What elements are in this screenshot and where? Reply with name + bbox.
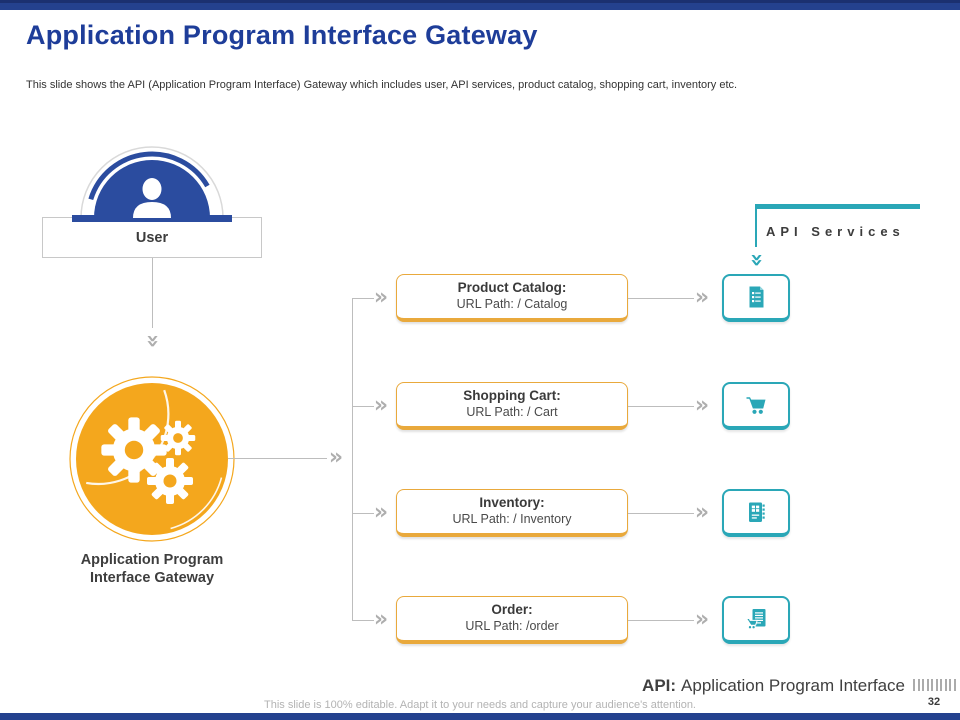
chevron-right-icon: » bbox=[694, 393, 710, 418]
branch-stub bbox=[352, 406, 374, 407]
person-icon bbox=[57, 146, 247, 222]
branch-stub bbox=[352, 513, 374, 514]
slide-subtitle: This slide shows the API (Application Pr… bbox=[26, 79, 738, 91]
chevron-right-icon: » bbox=[694, 285, 710, 310]
user-to-gateway-line bbox=[152, 258, 153, 328]
service-box-inventory: Inventory: URL Path: / Inventory bbox=[396, 489, 628, 537]
service-box-shopping-cart: Shopping Cart: URL Path: / Cart bbox=[396, 382, 628, 430]
chevron-down-icon: » bbox=[140, 333, 165, 349]
api-abbreviation-legend: API:Application Program Interface bbox=[642, 676, 905, 695]
page-number: 32 bbox=[927, 696, 941, 708]
service-box-order: Order: URL Path: /order bbox=[396, 596, 628, 644]
user-label: User bbox=[135, 229, 169, 246]
branch-stub bbox=[352, 298, 374, 299]
chevron-right-icon: » bbox=[694, 500, 710, 525]
gateway-label: Application Program Interface Gateway bbox=[80, 552, 224, 587]
service-url-path: URL Path: / Cart bbox=[466, 405, 558, 420]
service-url-path: URL Path: / Inventory bbox=[452, 512, 572, 527]
top-accent-bar bbox=[0, 0, 960, 10]
shopping-cart-icon bbox=[722, 382, 790, 430]
chevron-right-icon: » bbox=[328, 445, 344, 470]
bottom-accent-bar bbox=[0, 713, 960, 720]
service-title: Product Catalog: bbox=[457, 280, 567, 296]
service-box-product-catalog: Product Catalog: URL Path: / Catalog bbox=[396, 274, 628, 322]
inventory-ledger-icon bbox=[722, 489, 790, 537]
chevron-down-icon: » bbox=[744, 252, 769, 268]
user-label-box: User bbox=[42, 217, 262, 258]
branch-stub bbox=[352, 620, 374, 621]
editable-note: This slide is 100% editable. Adapt it to… bbox=[264, 699, 696, 711]
api-services-accent-bar bbox=[755, 204, 920, 209]
catalog-document-icon bbox=[722, 274, 790, 322]
page-title: Application Program Interface Gateway bbox=[26, 20, 538, 50]
service-out-line bbox=[628, 406, 694, 407]
service-url-path: URL Path: / Catalog bbox=[456, 297, 568, 312]
api-services-heading: API Services bbox=[766, 224, 905, 239]
service-title: Shopping Cart: bbox=[463, 388, 561, 404]
service-out-line bbox=[628, 620, 694, 621]
service-out-line bbox=[628, 513, 694, 514]
chevron-right-icon: » bbox=[373, 393, 389, 418]
chevron-right-icon: » bbox=[373, 285, 389, 310]
gears-icon bbox=[68, 375, 236, 543]
chevron-right-icon: » bbox=[373, 607, 389, 632]
branch-line bbox=[352, 298, 353, 620]
service-url-path: URL Path: /order bbox=[465, 619, 559, 634]
tick-marks-decoration bbox=[913, 679, 956, 691]
service-title: Order: bbox=[491, 602, 533, 618]
service-title: Inventory: bbox=[479, 495, 545, 511]
chevron-right-icon: » bbox=[373, 500, 389, 525]
order-document-icon bbox=[722, 596, 790, 644]
service-out-line bbox=[628, 298, 694, 299]
api-services-drop-line bbox=[755, 209, 757, 247]
gateway-out-line bbox=[228, 458, 327, 459]
chevron-right-icon: » bbox=[694, 607, 710, 632]
